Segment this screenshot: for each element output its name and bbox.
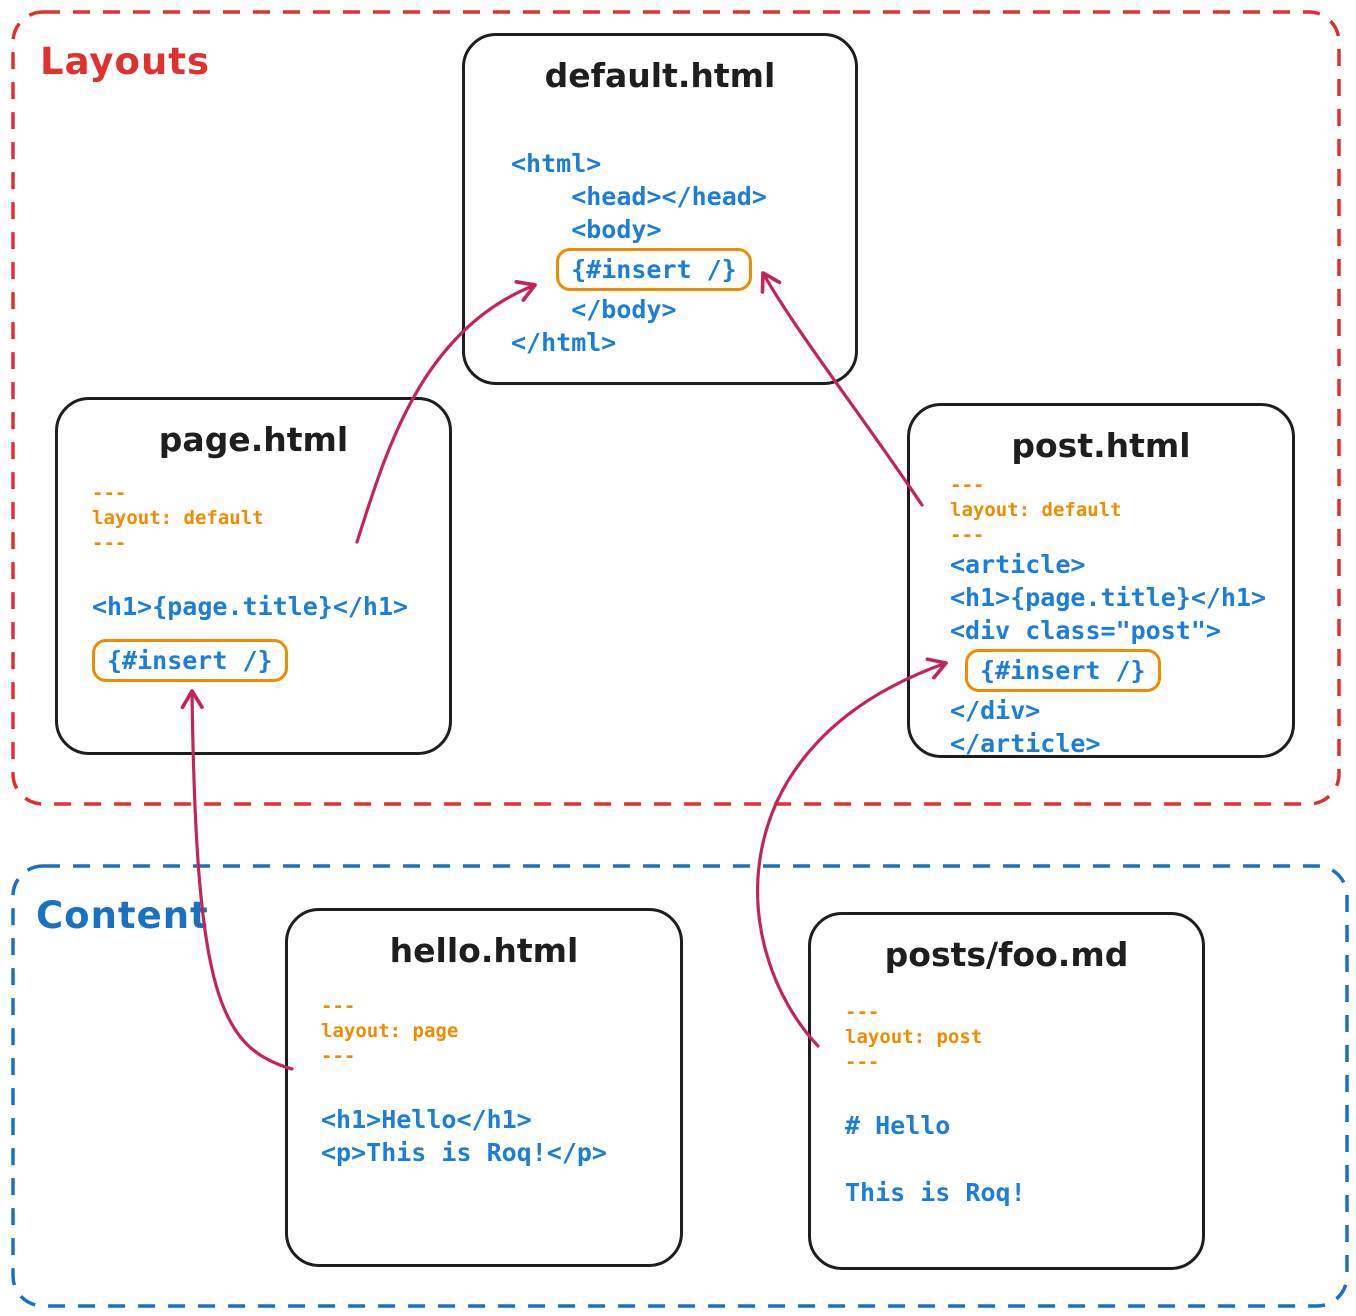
code-line: <body> xyxy=(511,213,855,246)
file-card-hello-html: hello.html --- layout: page --- <h1>Hello</… xyxy=(285,908,683,1267)
file-code-page-html: --- layout: default --- <h1>{page.title}</h… xyxy=(58,459,449,684)
file-title-hello-html: hello.html xyxy=(389,931,579,970)
file-title-posts-foo-md: posts/foo.md xyxy=(884,935,1129,974)
file-code-default-html: <html> <head></head> <body> {#insert /} </bo… xyxy=(465,95,855,359)
line-text: layout: page xyxy=(321,1020,459,1042)
line-text: # Hello xyxy=(845,1111,951,1140)
line-text: layout: post xyxy=(845,1026,983,1048)
code-line: # Hello xyxy=(845,1109,1202,1142)
file-code-hello-html: --- layout: page --- <h1>Hello</h1> <p>This … xyxy=(288,970,680,1169)
line-text: --- xyxy=(92,532,127,554)
content-region-label: Content xyxy=(36,894,209,937)
file-title-default-html: default.html xyxy=(544,56,776,95)
line-text: --- xyxy=(321,995,356,1017)
line-text: <h1>{page.title}</h1> xyxy=(950,583,1267,612)
line-text: --- xyxy=(950,474,985,496)
code-line: layout: default xyxy=(92,506,449,531)
code-line: </div> xyxy=(950,694,1292,727)
insert-highlight: {#insert /} xyxy=(92,639,288,682)
code-line: <h1>{page.title}</h1> xyxy=(92,590,449,623)
insert-highlight: {#insert /} xyxy=(556,248,752,291)
file-title-page-html: page.html xyxy=(158,420,349,459)
line-text: <head></head> xyxy=(571,182,767,211)
code-line: layout: page xyxy=(321,1019,680,1044)
line-text: --- xyxy=(845,1051,880,1073)
line-text: </article> xyxy=(950,729,1101,758)
line-text: <html> xyxy=(511,149,602,178)
code-line: This is Roq! xyxy=(845,1176,1202,1209)
line-text: <article> xyxy=(950,550,1086,579)
file-card-post-html: post.html --- layout: default --- <article>… xyxy=(907,403,1295,758)
code-line: <h1>{page.title}</h1> xyxy=(950,581,1292,614)
line-text: <body> xyxy=(571,215,662,244)
code-line: --- xyxy=(845,1050,1202,1075)
code-line xyxy=(92,623,449,637)
code-line: --- xyxy=(92,481,449,506)
code-line xyxy=(92,556,449,590)
code-line: <html> xyxy=(511,147,855,180)
insert-line: {#insert /} xyxy=(511,246,855,293)
file-title-post-html: post.html xyxy=(1011,426,1191,465)
line-text: <div class="post"> xyxy=(950,616,1221,645)
line-text: --- xyxy=(92,482,127,504)
insert-line: {#insert /} xyxy=(950,647,1292,694)
line-text: layout: default xyxy=(92,507,264,529)
layouts-region-label: Layouts xyxy=(40,40,210,83)
line-text: <p>This is Roq!</p> xyxy=(321,1138,607,1167)
code-line xyxy=(845,1142,1202,1176)
file-code-post-html: --- layout: default --- <article> <h1>{page.… xyxy=(910,465,1292,760)
code-line: <h1>Hello</h1> xyxy=(321,1103,680,1136)
code-line: <p>This is Roq!</p> xyxy=(321,1136,680,1169)
line-text: layout: default xyxy=(950,499,1122,521)
insert-highlight: {#insert /} xyxy=(965,649,1161,692)
code-line xyxy=(845,1075,1202,1109)
line-text: </body> xyxy=(571,295,677,324)
code-line: --- xyxy=(845,1000,1202,1025)
line-text: <h1>Hello</h1> xyxy=(321,1105,532,1134)
code-line: --- xyxy=(950,523,1292,548)
line-text: --- xyxy=(950,524,985,546)
code-line: layout: post xyxy=(845,1025,1202,1050)
line-text: </div> xyxy=(950,696,1041,725)
code-line: --- xyxy=(92,531,449,556)
code-line: layout: default xyxy=(950,498,1292,523)
code-line: --- xyxy=(321,994,680,1019)
line-text: This is Roq! xyxy=(845,1178,1026,1207)
line-text: --- xyxy=(321,1045,356,1067)
line-text: </html> xyxy=(511,328,617,357)
line-text: --- xyxy=(845,1001,880,1023)
code-line: --- xyxy=(950,473,1292,498)
file-card-default-html: default.html <html> <head></head> <body> {#… xyxy=(462,33,858,385)
code-line: </article> xyxy=(950,727,1292,760)
code-line: <article> xyxy=(950,548,1292,581)
code-line: <head></head> xyxy=(511,180,855,213)
file-card-page-html: page.html --- layout: default --- <h1>{page… xyxy=(55,397,452,755)
insert-line: {#insert /} xyxy=(92,637,449,684)
code-line: --- xyxy=(321,1044,680,1069)
code-line xyxy=(321,1069,680,1103)
code-line: </html> xyxy=(511,326,855,359)
code-line: </body> xyxy=(511,293,855,326)
line-text: <h1>{page.title}</h1> xyxy=(92,592,409,621)
code-line: <div class="post"> xyxy=(950,614,1292,647)
